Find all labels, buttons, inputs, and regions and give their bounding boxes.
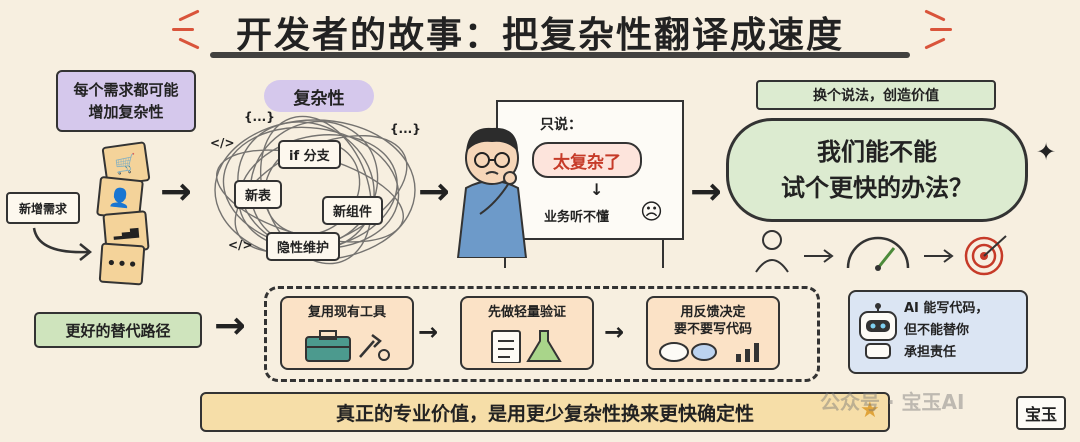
code-icon: </>: [210, 136, 235, 150]
page-title: 开发者的故事：把复杂性翻译成速度: [235, 15, 844, 56]
person-icon: [755, 230, 789, 273]
bubble-line-2: 试个更快的办法？: [781, 174, 973, 202]
tag-new-table: 新表: [234, 180, 283, 209]
tag-new-component: 新组件: [322, 196, 384, 225]
user-icon: 👤: [107, 186, 133, 210]
ai-note-line: 但不能替你: [904, 323, 970, 338]
bar-chart-icon: ▂▄▆: [112, 224, 140, 240]
business-confused-text: 业务听不懂: [544, 210, 610, 225]
too-complex-bubble: 太复杂了: [532, 142, 642, 178]
arrow-right-icon: →: [214, 303, 246, 347]
arrow-right-icon: →: [604, 318, 625, 346]
curved-arrow-icon: [32, 227, 93, 261]
complexity-label: 复杂性: [264, 80, 374, 112]
arrow-right-icon: [924, 249, 954, 263]
step-label: 先做轻量验证: [487, 305, 566, 320]
board-leg: [662, 240, 664, 268]
purple-box-line-2: 增加复杂性: [88, 103, 164, 121]
spark-mark: [930, 28, 952, 31]
tag-if-branch: if 分支: [278, 140, 341, 169]
code-icon: </>: [228, 238, 253, 252]
arrow-right-icon: →: [418, 169, 450, 213]
ellipsis-icon: •••: [105, 252, 139, 276]
board-label: 只说：: [540, 117, 582, 133]
author-stamp: 宝玉: [1016, 396, 1066, 430]
arrow-right-icon: →: [418, 318, 439, 346]
cart-icon: 🛒: [113, 152, 139, 176]
clipboard-flask-icon: [491, 330, 562, 363]
step-label: 要不要写代码: [673, 322, 752, 337]
speed-flow-icons: [755, 230, 1007, 276]
ai-note-text: AI 能写代码， 但不能替你 承担责任: [904, 298, 1024, 364]
purple-box-line-1: 每个需求都可能: [73, 81, 179, 99]
speedometer-icon: [846, 236, 910, 271]
arrow-right-icon: →: [160, 169, 192, 213]
step-label: 用反馈决定: [680, 305, 746, 320]
step-label: 复用现有工具: [307, 305, 386, 320]
star-icon: ★: [860, 398, 880, 423]
title-underline: [210, 52, 910, 58]
watermark: 公众号 · 宝玉AI: [820, 390, 965, 414]
toolbox-icon: [305, 330, 390, 362]
bubble-line-1: 我们能不能: [817, 138, 937, 166]
complexity-warning-box: 每个需求都可能 增加复杂性: [56, 70, 196, 132]
tag-hidden-maintenance: 隐性维护: [266, 232, 341, 261]
arrow-right-icon: →: [690, 169, 722, 213]
alternative-steps-frame: [264, 286, 820, 382]
braces-icon: {...}: [390, 122, 421, 136]
new-request-label: 新增需求: [6, 192, 80, 224]
sad-face-icon: ☹: [640, 200, 663, 225]
chat-chart-icon: [659, 342, 759, 362]
conclusion-banner: 真正的专业价值，是用更少复杂性换来更快确定性: [200, 392, 890, 432]
step-feedback-decide: 用反馈决定 要不要写代码: [646, 296, 780, 370]
spark-mark: [172, 28, 194, 31]
step-reuse-tools: 复用现有工具: [280, 296, 414, 370]
sparkle-icon: ✦: [1036, 138, 1057, 166]
arrow-down-icon: ↓: [590, 180, 604, 199]
braces-icon: {...}: [244, 110, 275, 124]
alternative-path-tag: 更好的替代路径: [34, 312, 202, 348]
faster-approach-bubble: 我们能不能 试个更快的办法？: [726, 118, 1028, 222]
reframe-tag: 换个说法，创造价值: [756, 80, 996, 110]
card-more: •••: [98, 242, 146, 286]
arrow-right-icon: [804, 249, 834, 263]
developer-figure-icon: [456, 127, 528, 258]
ai-note-line: AI 能写代码，: [904, 301, 989, 316]
robot-icon: [859, 303, 897, 359]
ai-note-line: 承担责任: [904, 345, 957, 360]
target-icon: [964, 235, 1007, 276]
whiteboard: [496, 100, 684, 240]
step-light-validation: 先做轻量验证: [460, 296, 594, 370]
